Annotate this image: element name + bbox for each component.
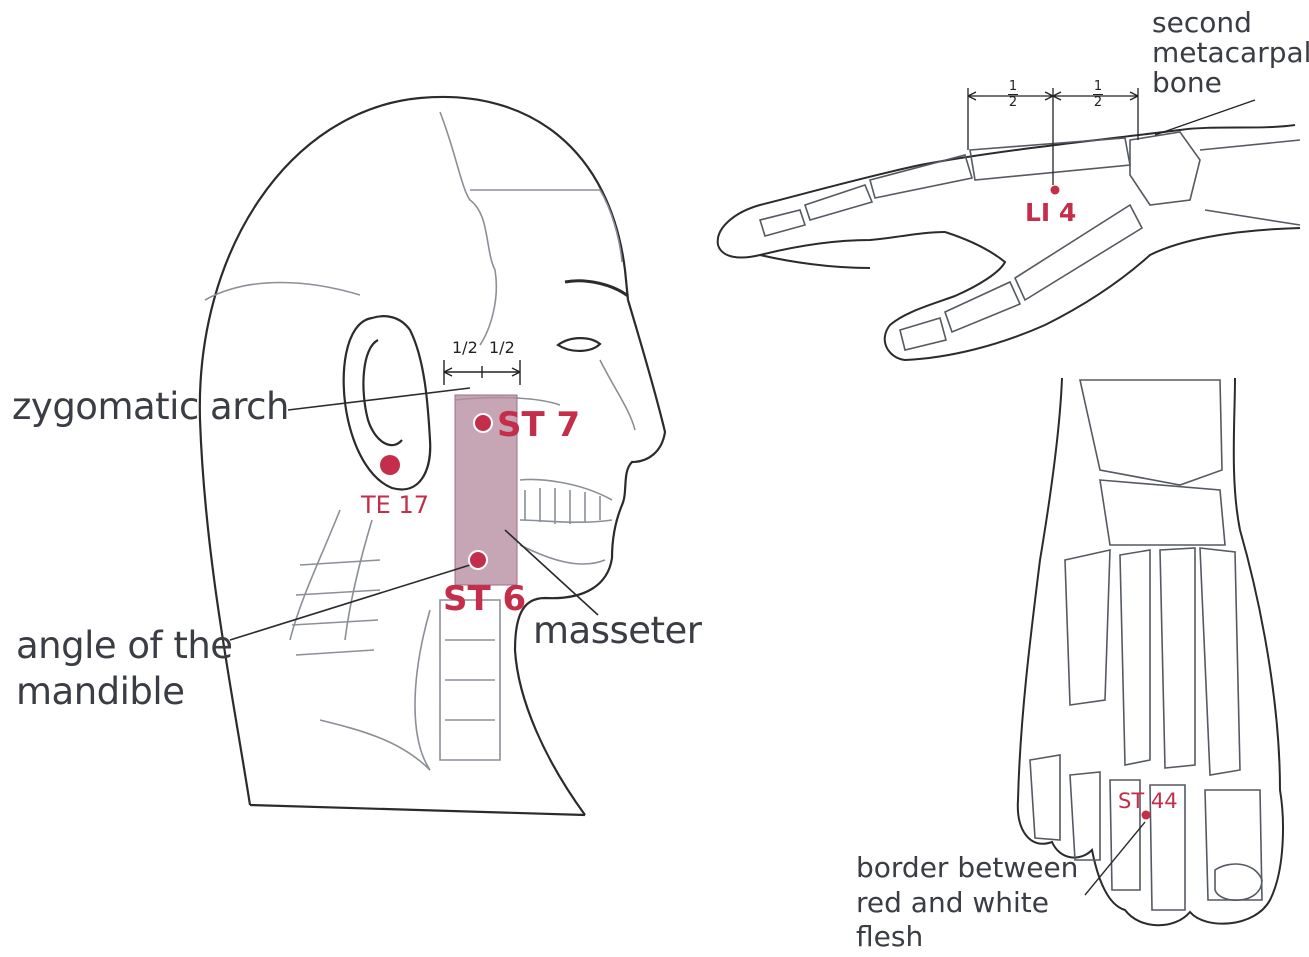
- label-li4: LI 4: [1025, 200, 1076, 226]
- label-border-line2: red and white: [856, 888, 1049, 917]
- label-bone-line3: bone: [1152, 68, 1222, 97]
- label-masseter: masseter: [533, 612, 702, 651]
- foot-bones: [1030, 380, 1262, 910]
- hand-outline: [718, 125, 1300, 360]
- point-li4-marker: [1051, 186, 1060, 195]
- point-st6-marker: [469, 551, 487, 569]
- fraction-left-den: 2: [1008, 96, 1018, 109]
- label-bone-line1: second: [1152, 8, 1252, 37]
- label-angle-line1: angle of the: [16, 627, 233, 666]
- label-st6: ST 6: [443, 582, 526, 618]
- point-te17-marker: [380, 455, 400, 475]
- label-st44: ST 44: [1118, 790, 1178, 812]
- label-border-line1: border between: [856, 853, 1078, 882]
- label-half-left: 1/2: [452, 340, 478, 357]
- label-te17: TE 17: [361, 493, 429, 518]
- fraction-left-num: 1: [1008, 80, 1018, 93]
- fraction-right: 1 2: [1093, 80, 1103, 109]
- fraction-left: 1 2: [1008, 80, 1018, 109]
- point-st7-marker: [474, 414, 492, 432]
- label-border-line3: flesh: [856, 922, 923, 951]
- head-outline: [200, 97, 665, 815]
- label-angle-line2: mandible: [16, 673, 184, 712]
- label-st7: ST 7: [497, 408, 580, 444]
- fraction-right-num: 1: [1093, 80, 1103, 93]
- half-measure-bracket: [444, 360, 520, 385]
- label-zygomatic-arch: zygomatic arch: [12, 388, 289, 427]
- fraction-right-den: 2: [1093, 96, 1103, 109]
- label-bone-line2: metacarpal: [1152, 38, 1309, 67]
- label-half-right: 1/2: [489, 340, 515, 357]
